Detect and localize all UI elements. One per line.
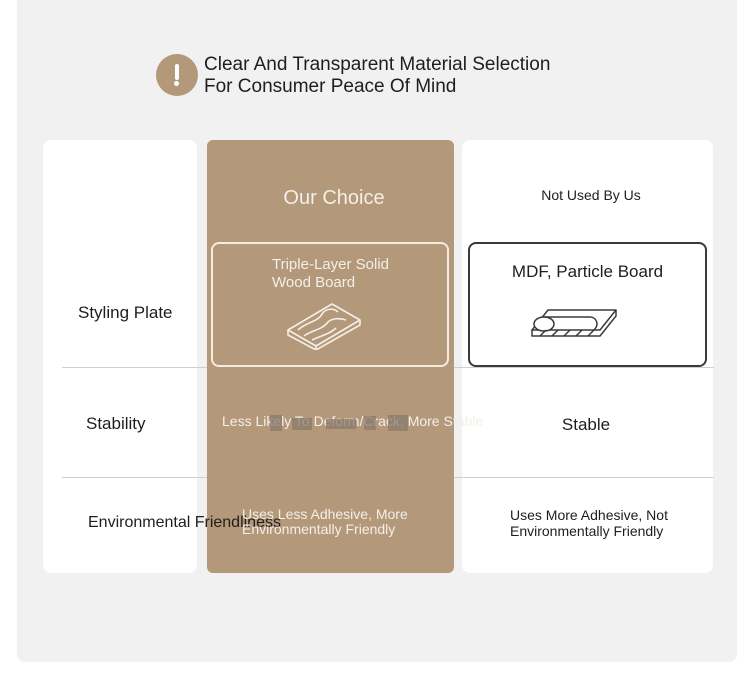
header-line-2: For Consumer Peace Of Mind (204, 76, 457, 97)
our-choice-environment: Uses Less Adhesive, More Environmentally… (242, 507, 408, 537)
exclamation-icon (156, 54, 198, 96)
our-choice-material-box (211, 242, 449, 367)
our-choice-material: Triple-Layer Solid Wood Board (272, 256, 389, 292)
not-used-title: Not Used By Us (541, 187, 641, 203)
not-used-material-box (468, 242, 707, 367)
environment-line-1: Uses More Adhesive, Not (510, 507, 668, 523)
header-title: Clear And Transparent Material Selection… (204, 54, 550, 98)
environment-line-1: Uses Less Adhesive, More (242, 506, 408, 522)
mdf-board-icon (531, 309, 617, 337)
material-line-1: Triple-Layer Solid (272, 256, 389, 273)
row-label-stability: Stability (86, 414, 146, 433)
wood-board-icon (287, 303, 361, 350)
row-label-environment: Environmental Friendliness (88, 514, 281, 531)
not-used-material: MDF, Particle Board (511, 262, 664, 281)
our-choice-card (207, 140, 454, 573)
header-line-1: Clear And Transparent Material Selection (204, 54, 551, 75)
not-used-stability: Stable (561, 415, 611, 434)
our-choice-title: Our Choice (283, 187, 385, 209)
material-line-2: Wood Board (272, 274, 356, 291)
deform-crack-icon (270, 415, 408, 431)
environment-line-2: Environmentally Friendly (242, 521, 396, 537)
not-used-environment: Uses More Adhesive, Not Environmentally … (510, 507, 668, 539)
row-label-styling-plate: Styling Plate (78, 303, 173, 322)
header: Clear And Transparent Material Selection… (156, 54, 550, 98)
row-label-card (43, 140, 197, 573)
environment-line-2: Environmentally Friendly (510, 523, 664, 539)
